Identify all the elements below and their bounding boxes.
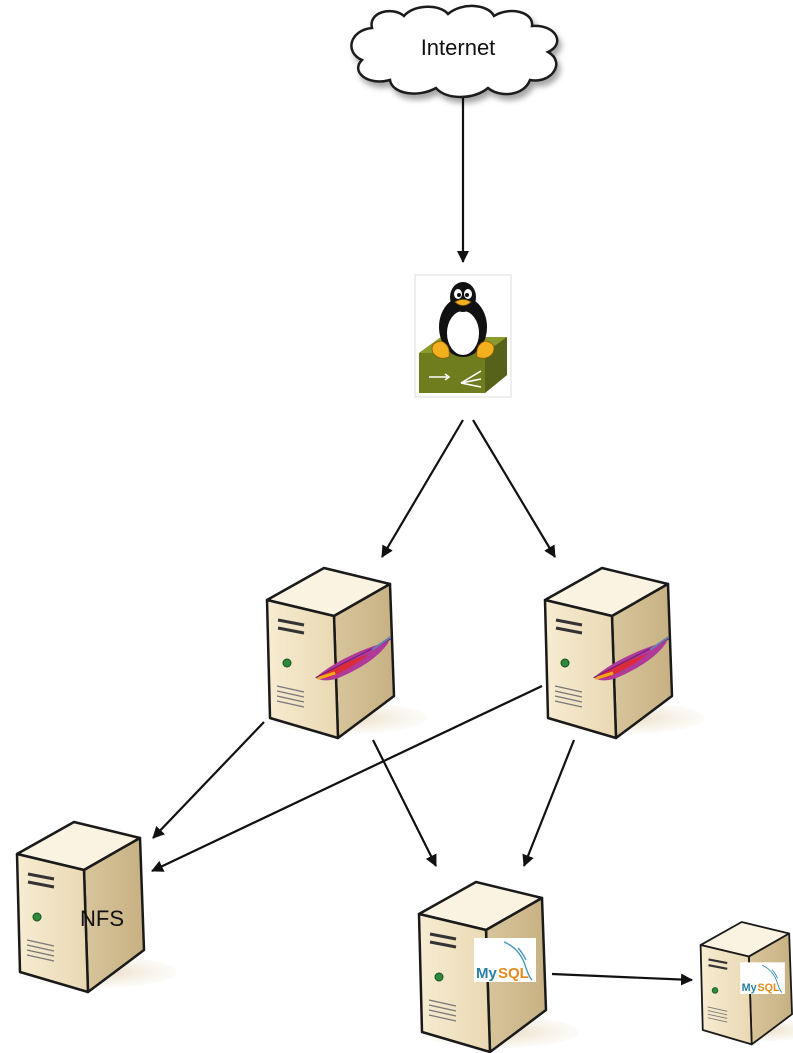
- internet-label: Internet: [421, 35, 496, 60]
- db-master-node[interactable]: [417, 880, 581, 1053]
- router-arrows-icon: [429, 370, 482, 388]
- edge-load-balancer-to-web-left: [381, 419, 464, 558]
- nfs-label: NFS: [80, 906, 124, 931]
- edge-web-left-to-db-master: [372, 739, 437, 867]
- web-server-left-node[interactable]: [265, 566, 429, 740]
- tux-penguin-icon: [431, 282, 495, 359]
- internet-cloud-node[interactable]: Internet: [350, 4, 559, 99]
- connections: [151, 96, 693, 986]
- edge-load-balancer-to-web-right: [472, 419, 556, 558]
- cloud-shape: [350, 4, 559, 99]
- edge-web-right-to-db-master: [522, 739, 576, 867]
- mysql-logo: [473, 937, 537, 983]
- edge-db-master-to-replica: [551, 972, 693, 986]
- nfs-server-node[interactable]: NFS: [15, 820, 179, 994]
- linux-load-balancer-node[interactable]: [414, 274, 512, 398]
- web-server-right-node[interactable]: [543, 566, 707, 740]
- edge-web-right-to-nfs: [151, 685, 543, 872]
- mysql-logo: [739, 961, 786, 995]
- edge-web-left-to-nfs: [152, 721, 265, 839]
- server-tower: [265, 566, 429, 740]
- db-replica-node[interactable]: [699, 920, 793, 1046]
- server-tower: [543, 566, 707, 740]
